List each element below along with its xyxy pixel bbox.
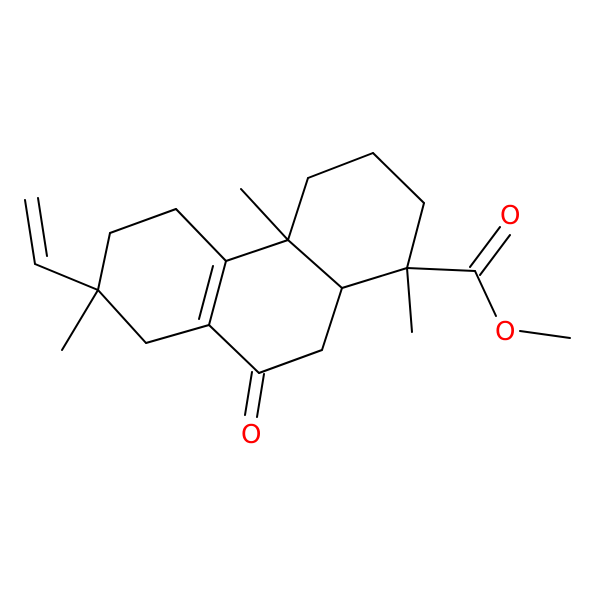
carbonyl-double-bond-left — [469, 226, 501, 268]
ring-b-bond — [321, 287, 343, 351]
ring-c-bond — [406, 202, 425, 269]
ester-single-bond — [474, 270, 497, 317]
ring-b-bond — [225, 239, 289, 262]
ring-a-bond — [109, 208, 177, 234]
ring-a-double-bond-inner — [198, 265, 214, 320]
ring-c-bond — [372, 152, 425, 204]
ring-a-bond — [175, 208, 227, 262]
o-methyl-bond — [519, 330, 571, 339]
ring-b-bond — [208, 324, 260, 374]
ring-a-bond — [61, 289, 99, 351]
ring-a-bond — [97, 289, 147, 344]
methyl-bond — [406, 267, 413, 333]
ketone-double-bond-right — [256, 373, 265, 418]
ring-b-bond — [258, 349, 323, 374]
carbonyl-double-bond-right — [479, 234, 511, 276]
ester-oxygen-label: O — [495, 317, 515, 347]
carbonyl-oxygen-label: O — [500, 201, 520, 231]
angular-methyl-bond — [240, 188, 289, 241]
ketone-double-bond-left — [244, 371, 253, 416]
vinyl-double-bond-outer — [24, 199, 36, 265]
vinyl-to-quaternary-bond — [34, 263, 99, 291]
ring-c-bond — [307, 152, 374, 179]
ester-carbon-bond — [406, 267, 476, 272]
ring-a-bond — [145, 324, 210, 344]
ring-a-double-bond-outer — [208, 260, 227, 326]
ring-b-bond — [287, 239, 343, 289]
ring-c-bond — [287, 177, 309, 241]
ketone-oxygen-label: O — [241, 420, 261, 450]
ring-a-bond — [97, 232, 111, 291]
ring-c-bond — [341, 267, 408, 289]
vinyl-double-bond-inner — [37, 197, 48, 257]
